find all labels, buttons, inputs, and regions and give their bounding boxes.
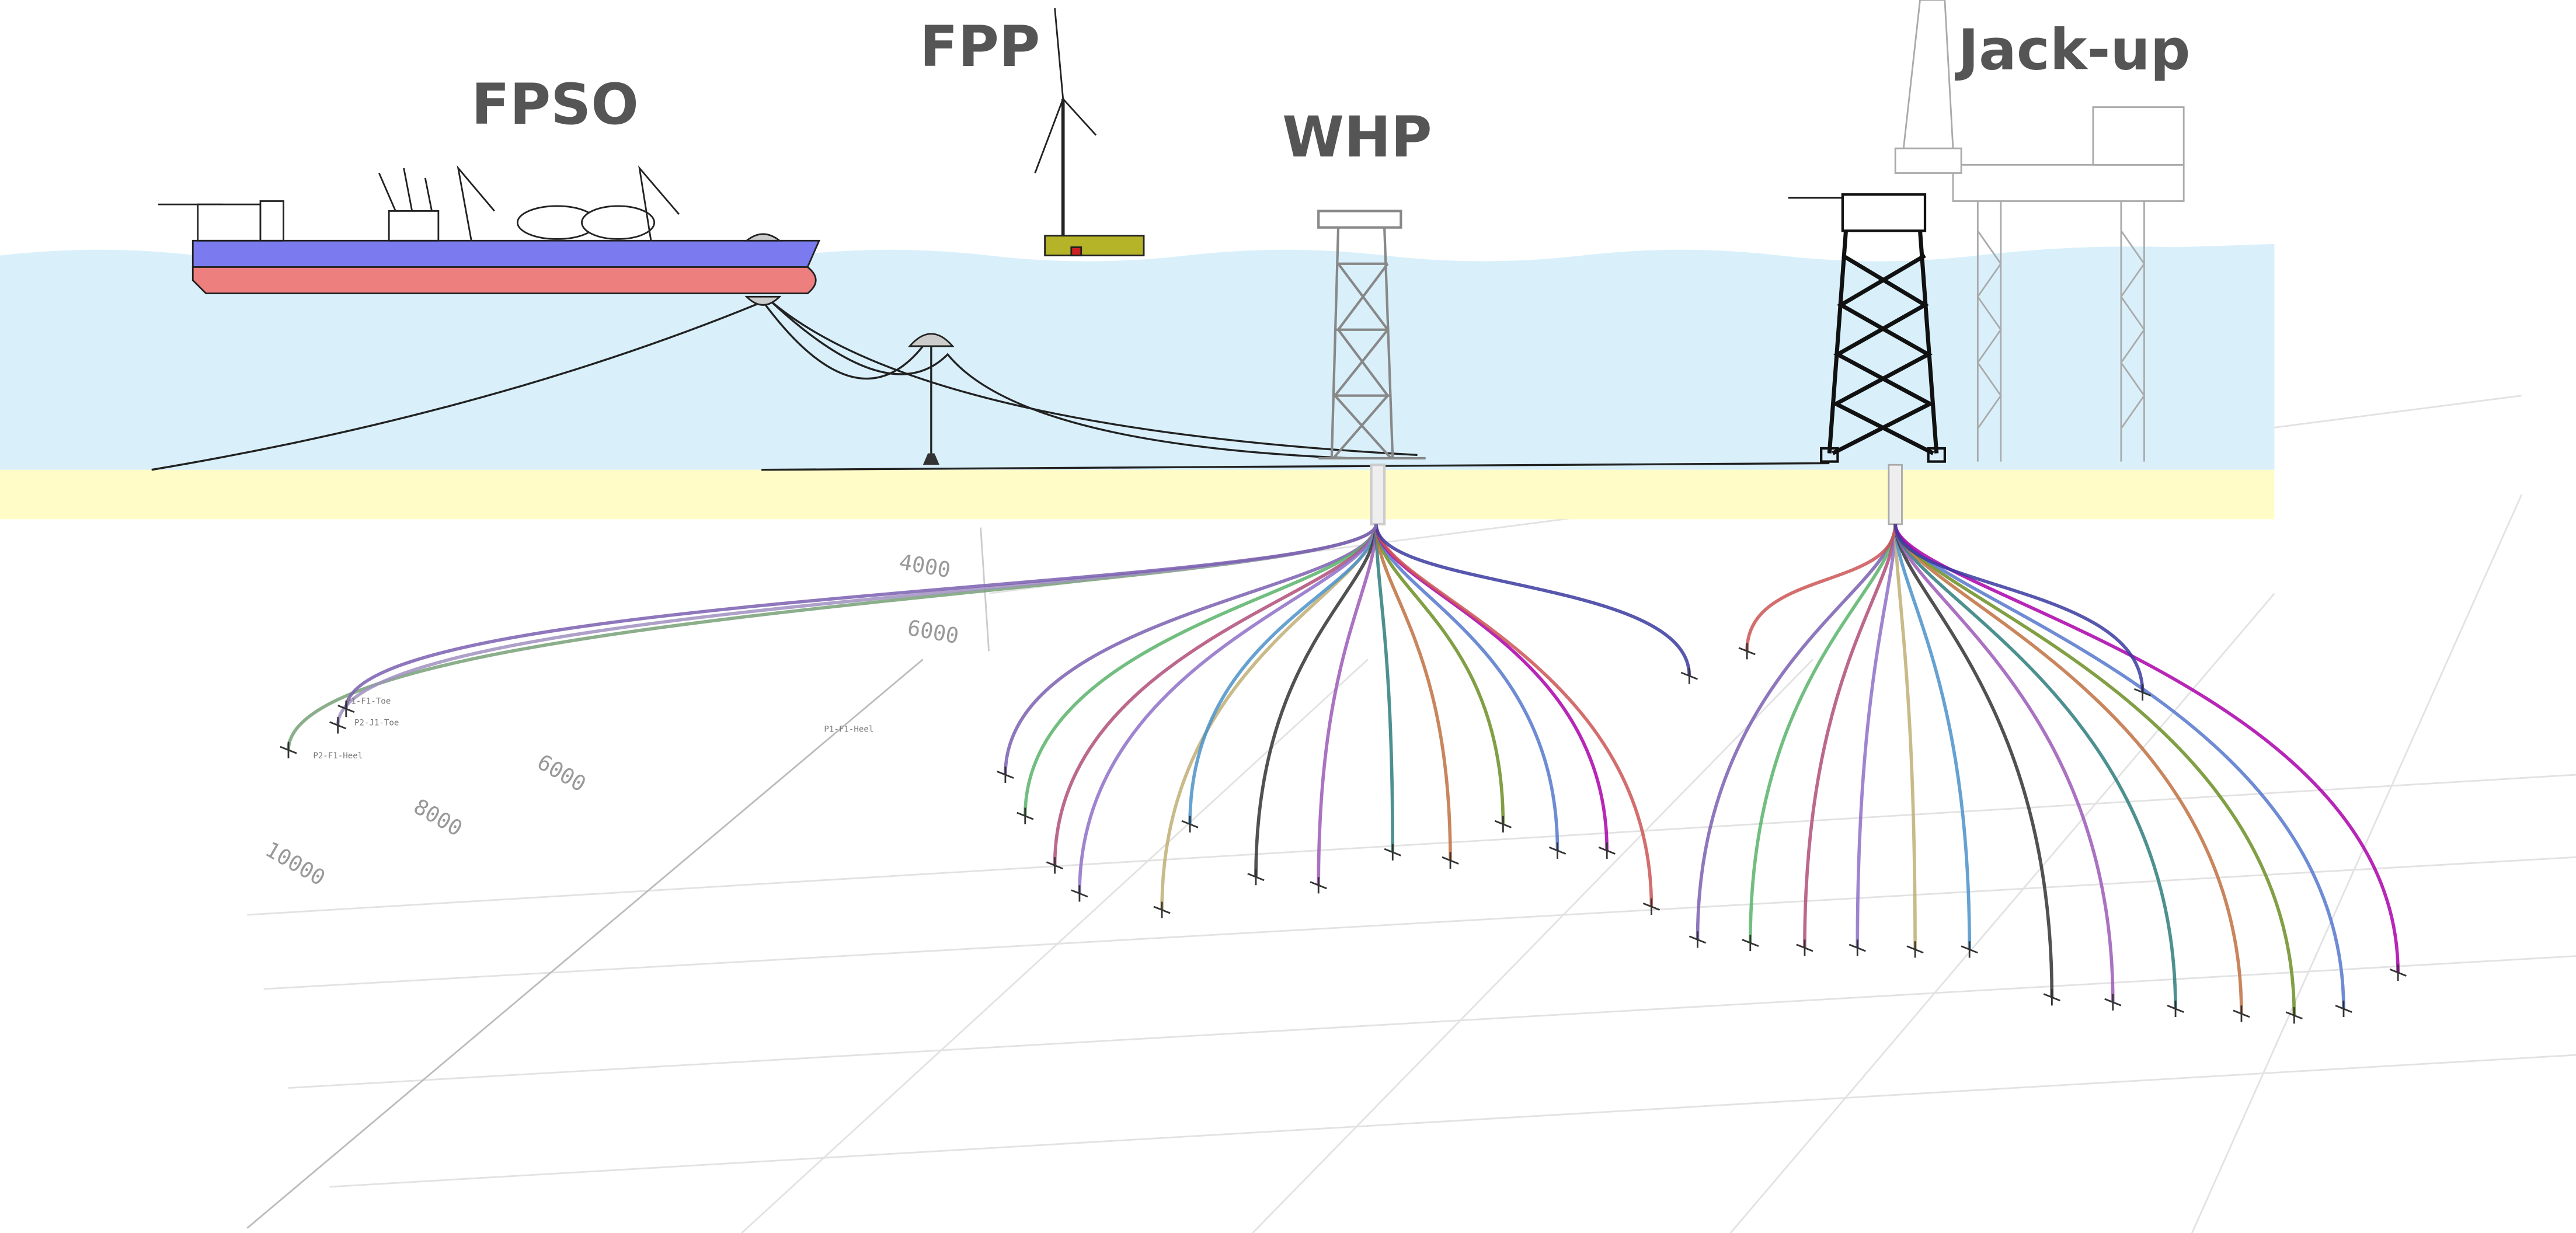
axis-tick-4000: 4000 xyxy=(897,549,952,583)
well-target-marker xyxy=(1642,898,1661,915)
well-path xyxy=(1745,524,1898,652)
well-target-marker xyxy=(997,766,1014,783)
axis-tick-10000: 10000 xyxy=(261,837,329,890)
well-target-marker xyxy=(1494,816,1512,833)
well-target-marker xyxy=(1247,869,1265,886)
well-path xyxy=(1803,524,1898,948)
well-path xyxy=(1160,524,1378,910)
well-target-marker xyxy=(1961,941,1978,958)
well-path xyxy=(1254,524,1378,877)
grid-line xyxy=(246,659,924,1229)
well-path xyxy=(1893,524,2054,998)
grid-line xyxy=(1252,659,1814,1233)
whp-label: WHP xyxy=(1282,105,1432,170)
well-target-marker xyxy=(1849,939,1866,956)
well-path xyxy=(1893,524,2345,1009)
buoy xyxy=(908,333,955,347)
seabed xyxy=(0,469,2275,520)
grid-line xyxy=(1729,593,2275,1233)
well-target-marker xyxy=(1071,885,1088,902)
grid-line xyxy=(288,955,2576,1089)
well-path xyxy=(1004,524,1378,775)
axis-tick-6000-vertical: 6000 xyxy=(906,615,960,649)
grid-line xyxy=(263,856,2576,990)
well-label: P2-F1-Heel xyxy=(313,751,363,761)
well-target-marker xyxy=(337,701,355,717)
well-path xyxy=(1374,524,1653,907)
well-path xyxy=(1748,524,1898,943)
axis-tick-6000-depth: 6000 xyxy=(533,749,590,796)
well-path xyxy=(1856,524,1898,948)
well-path xyxy=(1374,524,1609,851)
well-path xyxy=(1893,524,2400,973)
well-target-marker xyxy=(2389,964,2407,981)
well-target-marker xyxy=(1742,934,1759,952)
well-path xyxy=(1374,524,1395,852)
jackup-rig xyxy=(1788,193,1946,525)
well-path xyxy=(1696,524,1898,940)
well-target-marker xyxy=(1548,842,1567,859)
whp-platform xyxy=(1317,210,1426,526)
well-target-marker xyxy=(1598,842,1616,859)
well-label: P1-F1-Heel xyxy=(824,725,873,734)
well-target-marker xyxy=(2285,1007,2303,1024)
well-target-marker xyxy=(1046,857,1064,874)
well-target-marker xyxy=(2167,1000,2184,1018)
well-target-marker xyxy=(2104,994,2122,1011)
grid-line xyxy=(329,1054,2576,1188)
well-path xyxy=(1374,524,1452,861)
well-target-marker xyxy=(1181,816,1199,833)
well-target-marker xyxy=(2133,684,2152,701)
fpp-floating-turbine xyxy=(1034,8,1145,257)
well-label: P1-F1-Toe xyxy=(346,697,391,706)
axis-tick-8000: 8000 xyxy=(409,794,467,841)
well-target-marker xyxy=(1384,844,1401,861)
well-target-marker xyxy=(1906,941,1924,958)
well-path xyxy=(1893,524,2243,1014)
well-label: P2-J1-Toe xyxy=(354,718,399,727)
well-target-marker xyxy=(280,741,297,758)
well-target-marker xyxy=(1689,931,1707,948)
well-path xyxy=(1893,524,2115,1002)
risers xyxy=(151,301,1830,471)
well-target-marker xyxy=(2043,989,2060,1006)
well-path xyxy=(1317,524,1378,886)
well-path xyxy=(1893,524,1972,950)
well-path xyxy=(1893,524,2177,1009)
well-trajectories xyxy=(280,524,2407,1024)
fpp-label: FPP xyxy=(920,14,1040,79)
well-target-marker xyxy=(1017,807,1034,824)
well-path xyxy=(1374,524,1691,676)
well-path xyxy=(1893,524,2145,692)
grid-line xyxy=(2191,494,2523,1233)
well-path xyxy=(1023,524,1378,816)
well-path xyxy=(1374,524,1559,851)
sea xyxy=(0,243,2275,470)
well-path xyxy=(336,524,1378,726)
jackup-label: Jack-up xyxy=(1954,18,2190,83)
fpso-vessel xyxy=(158,165,821,306)
grid-line xyxy=(741,659,1369,1233)
fpso-label: FPSO xyxy=(471,72,639,137)
3d-grid xyxy=(246,395,2576,1233)
well-path xyxy=(1188,524,1378,824)
well-target-marker xyxy=(1310,877,1327,894)
well-target-marker xyxy=(1153,901,1171,918)
anchor xyxy=(923,453,939,465)
well-target-marker xyxy=(2335,1000,2352,1018)
well-path xyxy=(344,524,1378,709)
well-target-marker xyxy=(1738,643,1756,660)
well-path xyxy=(1374,524,1505,824)
well-target-marker xyxy=(2233,1005,2250,1022)
jackup-rig-background xyxy=(1894,0,2185,462)
well-path xyxy=(1893,524,1917,950)
well-target-marker xyxy=(1796,939,1813,956)
grid-line xyxy=(247,774,2576,916)
well-target-marker xyxy=(1442,852,1459,869)
well-target-marker xyxy=(1680,667,1698,684)
well-path xyxy=(1078,524,1378,894)
well-target-marker xyxy=(329,717,347,734)
